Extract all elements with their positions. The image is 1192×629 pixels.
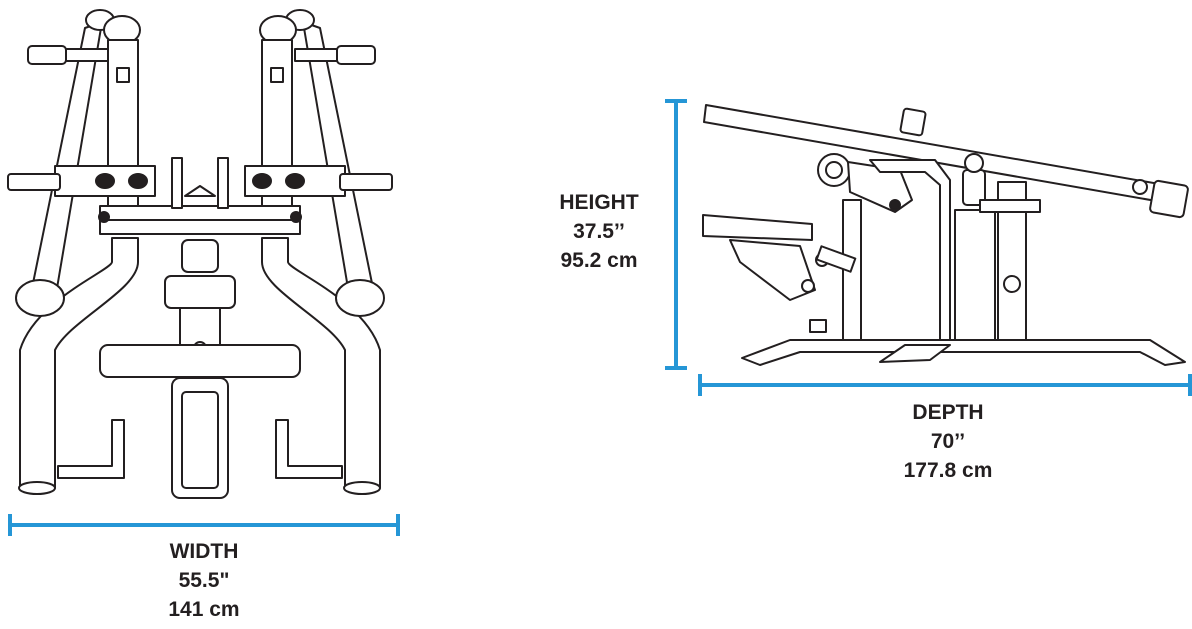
depth-metric: 177.8 cm (903, 459, 993, 482)
width-metric: 141 cm (168, 598, 240, 621)
front-view-machine (7, 9, 393, 499)
left-middle-bushing (95, 173, 115, 189)
right-lower-horn (339, 173, 393, 191)
right-outer-elbow (335, 279, 385, 317)
rear-column (954, 209, 996, 341)
front-upright (842, 199, 862, 346)
seat-bracket (729, 239, 816, 301)
horn-peg (1003, 275, 1021, 293)
seat-post-collar (181, 239, 219, 273)
left-arm-lock (116, 67, 130, 83)
depth-label: DEPTH (912, 401, 984, 424)
horn-column-cap (979, 199, 1041, 213)
height-dimension-line (665, 99, 687, 370)
lever-arm (703, 104, 1166, 203)
right-guide-post (217, 157, 229, 209)
lever-handle (899, 107, 927, 137)
height-imperial: 37.5’’ (573, 220, 625, 243)
right-upper-horn (336, 45, 376, 65)
side-base (741, 339, 1186, 366)
right-bolt (290, 211, 302, 223)
lever-fulcrum (964, 153, 984, 173)
right-inner-bushing (252, 173, 272, 189)
seat-bolt-mid (801, 279, 815, 293)
left-guide-post (171, 157, 183, 209)
side-view-machine (702, 104, 1189, 366)
lever-end-bolt (1132, 179, 1148, 195)
right-upper-horn-sleeve (294, 48, 338, 62)
left-foot-cap (18, 481, 56, 495)
right-arm-lock (270, 67, 284, 83)
depth-dimension-line (698, 374, 1192, 396)
right-middle-bushing (285, 173, 305, 189)
chest-pad (171, 377, 229, 499)
arm-pivot-hub (825, 161, 843, 179)
leg-roller (99, 344, 301, 378)
chest-pad-inner (181, 391, 219, 489)
height-metric: 95.2 cm (560, 249, 638, 272)
left-foot-support (57, 419, 125, 479)
width-dimension-line (8, 514, 400, 536)
pivot-bolt (889, 199, 901, 211)
width-imperial: 55.5" (178, 569, 230, 592)
right-foot-support (275, 419, 343, 479)
height-label-block: HEIGHT 37.5’’ 95.2 cm (534, 188, 664, 275)
width-label: WIDTH (169, 540, 239, 563)
left-upper-horn-sleeve (65, 48, 109, 62)
left-lower-horn (7, 173, 61, 191)
right-foot-cap (343, 481, 381, 495)
left-bolt (98, 211, 110, 223)
left-inner-bushing (128, 173, 148, 189)
seat-pad (164, 275, 236, 309)
depth-label-block: DEPTH 70’’ 177.8 cm (874, 398, 1022, 485)
lever-end-cap (1149, 179, 1189, 219)
left-upper-horn (27, 45, 67, 65)
side-seat-pad (702, 214, 813, 241)
seat-pin (809, 319, 827, 333)
base-mid-foot (879, 344, 951, 363)
depth-imperial: 70’’ (930, 430, 966, 453)
center-bracket (184, 185, 216, 197)
left-outer-elbow (15, 279, 65, 317)
width-label-block: WIDTH 55.5" 141 cm (130, 537, 278, 624)
height-label: HEIGHT (559, 191, 639, 214)
seat-link (815, 245, 857, 273)
